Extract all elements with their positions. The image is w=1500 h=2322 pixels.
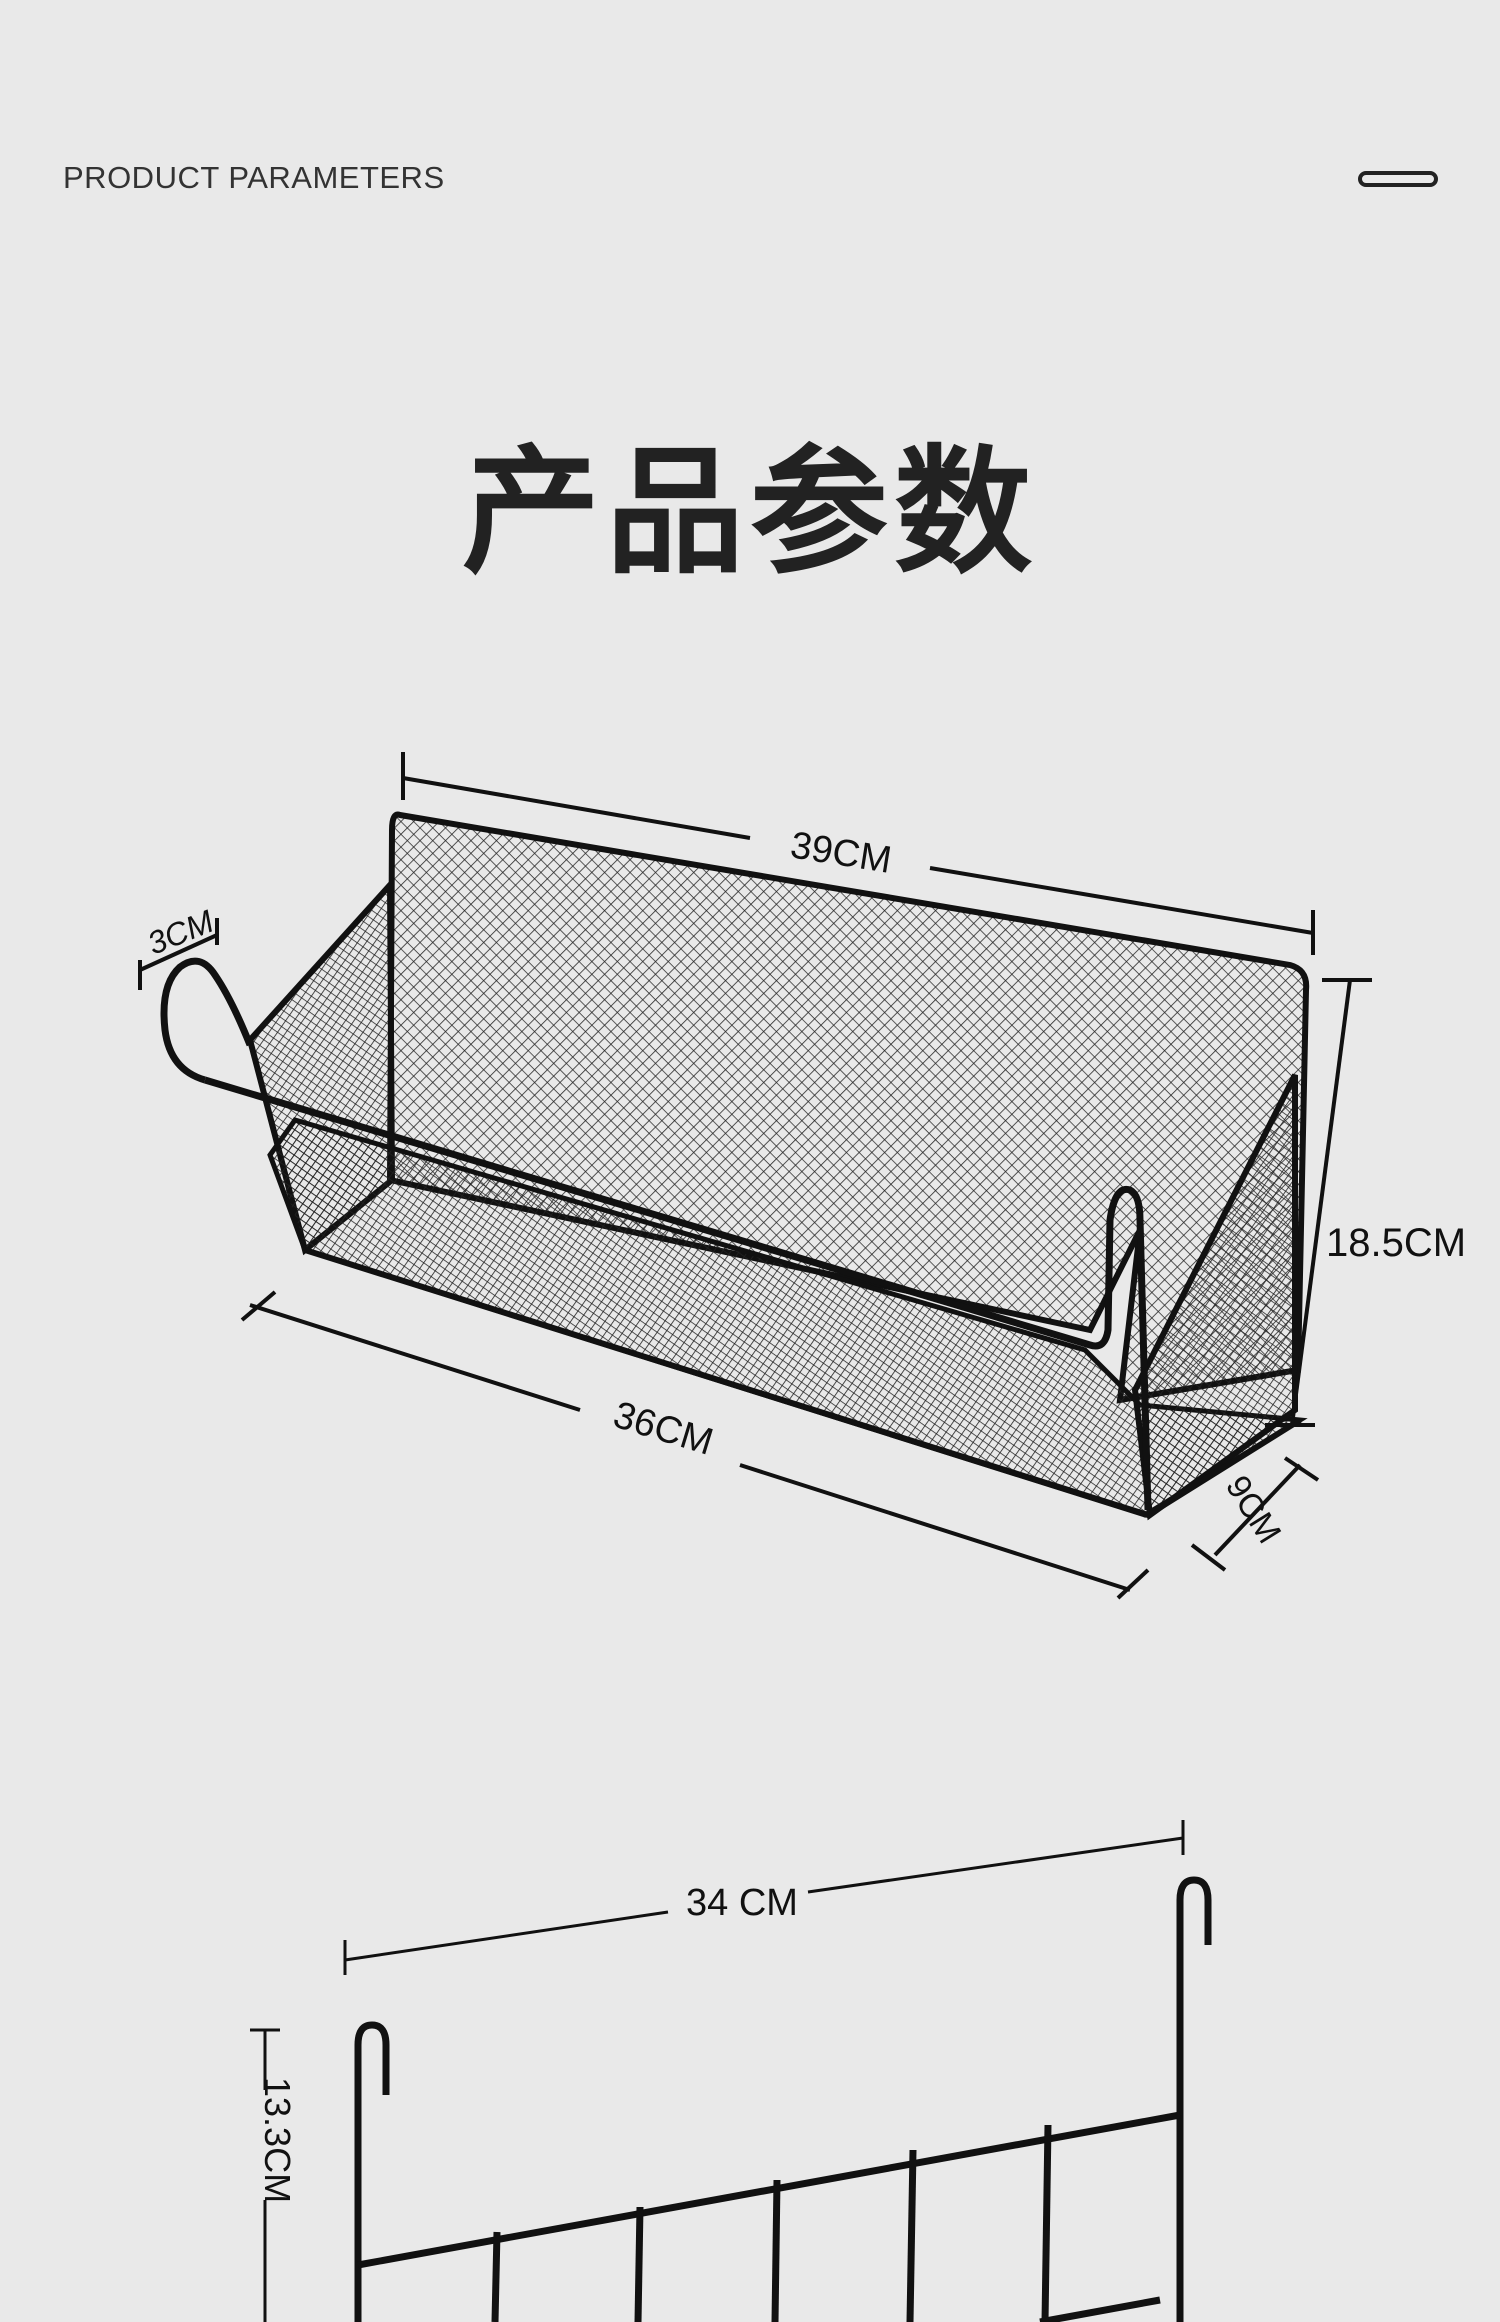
dimension-rack-width: 34 CM (343, 1820, 1185, 1975)
basket-illustration (160, 811, 1310, 1521)
dimension-rack-height: 13.3CM (250, 2028, 298, 2322)
label-13-3cm: 13.3CM (257, 2077, 298, 2203)
label-18-5cm: 18.5CM (1326, 1221, 1466, 1265)
label-34cm: 34 CM (686, 1882, 798, 1924)
pill-icon (1358, 171, 1438, 187)
dimension-hook-width: 3CM (138, 903, 219, 990)
section-label: PRODUCT PARAMETERS (63, 160, 445, 195)
page-title: 产品参数 (461, 432, 1038, 593)
rack-illustration (354, 1876, 1212, 2322)
label-36cm: 36CM (609, 1394, 718, 1464)
dimension-height: 18.5CM (1265, 978, 1466, 1427)
label-39cm: 39CM (788, 824, 895, 881)
